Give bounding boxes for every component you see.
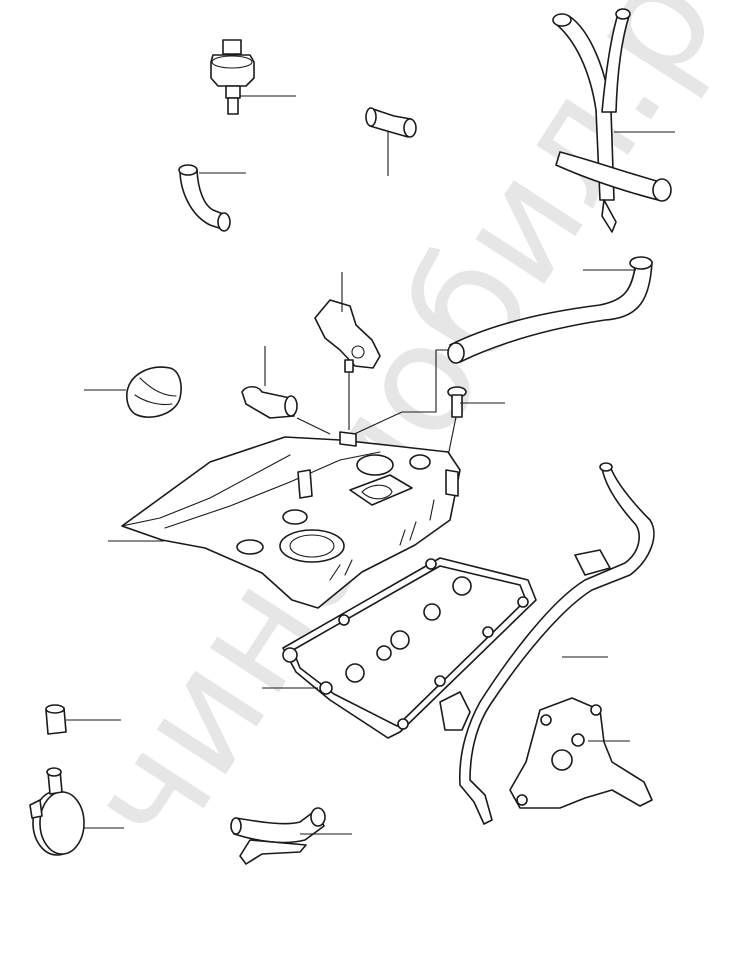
- valve-cover-gasket: [262, 557, 537, 739]
- camshaft-position-sensor: [314, 272, 381, 430]
- oil-filler-cap: [84, 366, 182, 418]
- curved-hose: [178, 164, 246, 232]
- coolant-pipe-tee: [552, 8, 675, 233]
- engine-mount-bracket: [509, 697, 653, 809]
- valve-cover: [108, 431, 461, 609]
- water-outlet-pipe: [230, 807, 352, 865]
- breather-hose: [349, 256, 653, 437]
- spark-plug-boot: [241, 346, 331, 435]
- short-hose-connector: [365, 107, 417, 176]
- pcv-valve: [210, 39, 296, 115]
- hose-sleeve: [45, 704, 121, 735]
- thermostat-housing: [29, 767, 124, 856]
- coolant-bypass-pipe: [439, 462, 655, 825]
